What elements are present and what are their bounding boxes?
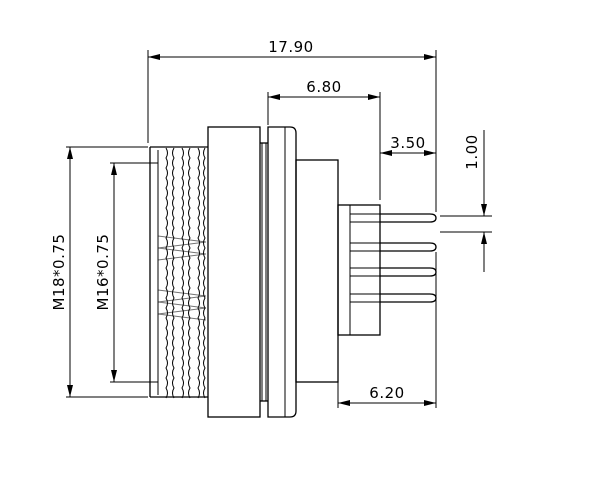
dim-pin-block-label: 6.20: [369, 384, 404, 402]
dim-pin-length-label: 3.50: [390, 134, 425, 152]
extension-lines: [66, 50, 492, 408]
thread-line: [197, 147, 200, 399]
threaded-barrel: [149, 146, 208, 399]
dim-flange-to-body: 6.80: [268, 78, 380, 100]
thread-line: [181, 147, 184, 399]
thread-line: [203, 147, 206, 399]
pin-insert-block: [337, 204, 381, 336]
dim-outer-thread-label: M18*0.75: [50, 234, 68, 311]
connector-body: [149, 126, 437, 418]
thread-line: [165, 147, 168, 399]
dim-overall-length-label: 17.90: [268, 38, 313, 56]
dim-inner-thread-label: M16*0.75: [94, 234, 112, 311]
dim-outer-thread: M18*0.75: [50, 147, 73, 397]
contact-pin: [350, 242, 437, 252]
contact-pin: [350, 293, 437, 303]
rear-flange: [267, 126, 297, 418]
contact-pins: [350, 213, 437, 303]
thread-lines: [157, 147, 207, 399]
thread-line: [172, 147, 175, 399]
dim-inner-thread: M16*0.75: [94, 163, 117, 382]
main-flange: [207, 126, 261, 418]
dim-pin-block: 6.20: [338, 384, 436, 406]
dim-overall-length: 17.90: [148, 38, 436, 60]
dim-flange-to-body-label: 6.80: [306, 78, 341, 96]
thread-line: [188, 147, 191, 399]
rear-body: [295, 159, 339, 383]
dim-pin-pitch: 1.00: [463, 130, 487, 272]
dim-pin-pitch-label: 1.00: [463, 134, 481, 169]
contact-pin: [350, 267, 437, 277]
contact-pin: [350, 213, 437, 223]
flange-step: [260, 142, 268, 402]
thread-teeth: [157, 289, 207, 321]
dim-pin-length: 3.50: [380, 134, 436, 156]
thread-teeth: [157, 235, 207, 261]
